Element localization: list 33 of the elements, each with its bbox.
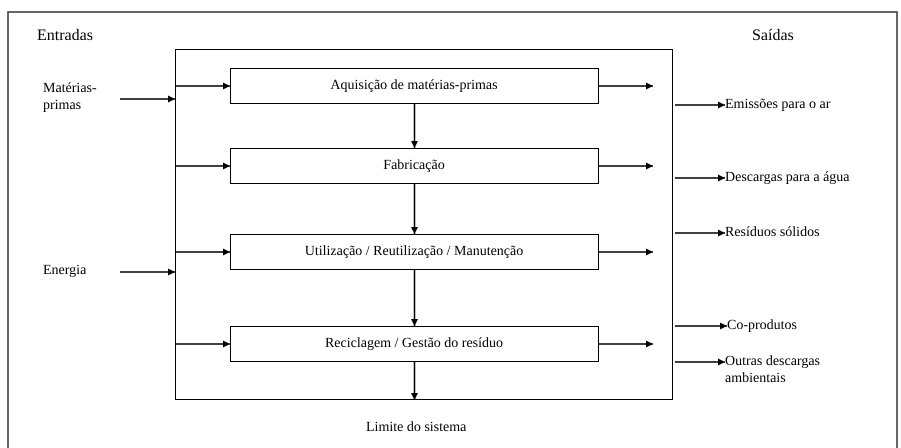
arrow — [411, 270, 418, 326]
arrow — [599, 162, 653, 170]
arrow — [175, 162, 230, 170]
arrow — [599, 82, 653, 90]
arrow — [120, 268, 175, 276]
arrow — [599, 248, 653, 256]
arrow — [675, 102, 725, 108]
process-box: Fabricação — [230, 148, 598, 184]
flow-label: Energia — [43, 262, 118, 282]
flow-label: Co-produtos — [727, 317, 867, 337]
process-box: Aquisição de matérias-primas — [230, 68, 598, 104]
process-box: Utilização / Reutilização / Manutenção — [230, 234, 598, 270]
process-box: Reciclagem / Gestão do resíduo — [230, 326, 598, 362]
flow-label: Emissões para o ar — [725, 96, 865, 116]
arrow — [675, 174, 725, 182]
boundary-label: Limite do sistema — [366, 420, 466, 436]
arrow — [175, 248, 230, 256]
flow-label: Matérias- primas — [43, 80, 118, 118]
arrow — [675, 230, 725, 236]
flow-label: Outras descargas ambientais — [725, 353, 865, 391]
arrow — [675, 358, 725, 366]
flow-label: Descargas para a água — [725, 169, 865, 207]
arrow — [599, 340, 653, 348]
arrow — [120, 96, 175, 102]
arrow — [175, 340, 230, 348]
arrow — [411, 184, 418, 234]
arrow — [411, 362, 418, 400]
column-heading: Saídas — [752, 27, 794, 45]
arrow — [411, 104, 418, 148]
arrow — [175, 82, 230, 90]
column-heading: Entradas — [37, 27, 93, 45]
arrow — [675, 322, 727, 330]
flow-label: Resíduos sólidos — [725, 224, 865, 244]
